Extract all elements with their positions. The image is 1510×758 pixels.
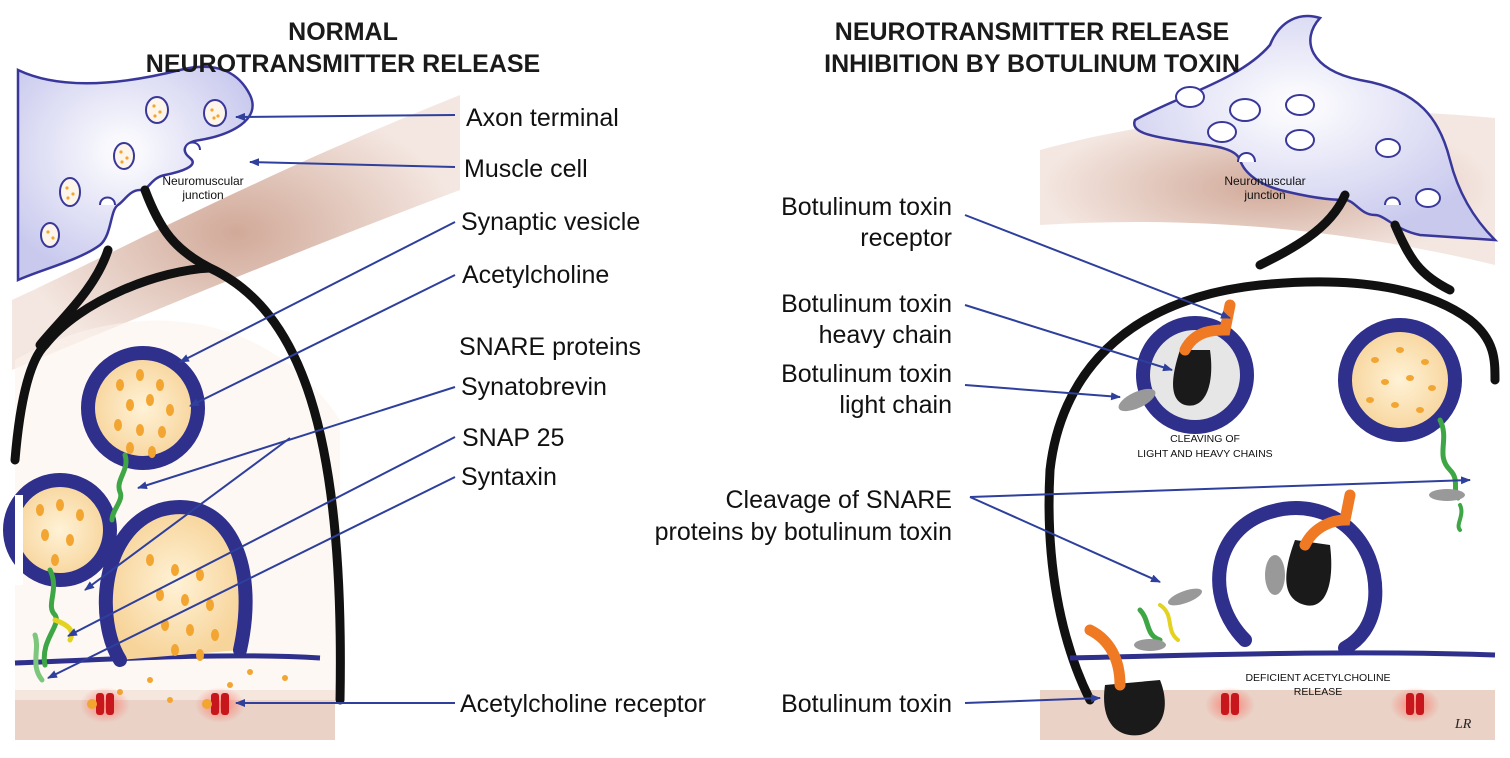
cleaving-label-1: CLEAVING OF bbox=[1170, 433, 1240, 445]
label-heavy-chain-2: heavy chain bbox=[819, 321, 952, 349]
deficient-label-2: RELEASE bbox=[1294, 686, 1342, 698]
label-toxin-receptor-1: Botulinum toxin bbox=[781, 193, 952, 221]
left-panel: NORMAL NEUROTRANSMITTER RELEASE Neuromus… bbox=[3, 18, 706, 740]
vesicle-ach-right bbox=[1338, 318, 1462, 442]
right-panel: NEUROTRANSMITTER RELEASE INHIBITION BY B… bbox=[655, 14, 1500, 740]
fusing-vesicle-left bbox=[98, 500, 253, 667]
membrane-right bbox=[1069, 650, 1496, 661]
title-left-line2: NEUROTRANSMITTER RELEASE bbox=[146, 50, 540, 78]
cleaved-snare-right bbox=[1134, 417, 1465, 651]
release-pits-left bbox=[99, 141, 201, 206]
snare-proteins-left bbox=[32, 452, 129, 683]
title-left-line1: NORMAL bbox=[288, 18, 398, 46]
label-toxin-receptor-2: receptor bbox=[860, 224, 952, 252]
label-synatobrevin: Synatobrevin bbox=[461, 373, 607, 401]
label-cleavage-2: proteins by botulinum toxin bbox=[655, 518, 952, 546]
title-right-line1: NEUROTRANSMITTER RELEASE bbox=[835, 18, 1229, 46]
label-snap25: SNAP 25 bbox=[462, 424, 564, 452]
terminal-vesicles-right bbox=[1175, 86, 1441, 208]
fusing-vesicle-right bbox=[1212, 501, 1383, 655]
label-botulinum-toxin: Botulinum toxin bbox=[781, 690, 952, 718]
toxin-molecules-right bbox=[1084, 299, 1356, 736]
label-snare-proteins: SNARE proteins bbox=[459, 333, 641, 361]
release-pits-right bbox=[1237, 152, 1401, 206]
label-muscle-cell: Muscle cell bbox=[464, 155, 588, 183]
deficient-label-1: DEFICIENT ACETYLCHOLINE bbox=[1245, 672, 1390, 684]
label-heavy-chain-1: Botulinum toxin bbox=[781, 290, 952, 318]
nmj-label-right-2: junction bbox=[1243, 188, 1285, 202]
terminal-vesicles-left bbox=[40, 96, 227, 248]
left-arrows bbox=[47, 112, 456, 707]
membrane-left bbox=[14, 653, 321, 666]
label-axon-terminal: Axon terminal bbox=[466, 104, 619, 132]
vesicle-partial-left bbox=[3, 473, 117, 587]
zoom-outline-right bbox=[1044, 190, 1500, 705]
label-synaptic-vesicle: Synaptic vesicle bbox=[461, 208, 640, 236]
artist-signature: LR bbox=[1454, 717, 1472, 732]
cleaving-label-2: LIGHT AND HEAVY CHAINS bbox=[1137, 448, 1272, 460]
axon-terminal-left bbox=[16, 65, 254, 282]
right-arrows bbox=[964, 214, 1471, 704]
acetylcholine-receptors-right bbox=[1205, 687, 1440, 723]
nmj-label-left-1: Neuromuscular bbox=[162, 174, 243, 188]
label-acetylcholine-receptor: Acetylcholine receptor bbox=[460, 690, 706, 718]
label-cleavage-1: Cleavage of SNARE bbox=[725, 486, 952, 514]
ach-dots-right bbox=[1366, 347, 1436, 413]
synaptic-vesicle-left bbox=[81, 346, 205, 470]
acetylcholine-receptors-left bbox=[80, 687, 245, 723]
label-acetylcholine: Acetylcholine bbox=[462, 261, 609, 289]
acetylcholine-dots-left bbox=[36, 369, 288, 703]
title-right-line2: INHIBITION BY BOTULINUM TOXIN bbox=[824, 50, 1240, 78]
label-syntaxin: Syntaxin bbox=[461, 463, 557, 491]
nmj-label-right-1: Neuromuscular bbox=[1224, 174, 1305, 188]
label-light-chain-1: Botulinum toxin bbox=[781, 360, 952, 388]
nmj-label-left-2: junction bbox=[181, 188, 223, 202]
label-light-chain-2: light chain bbox=[839, 391, 952, 419]
